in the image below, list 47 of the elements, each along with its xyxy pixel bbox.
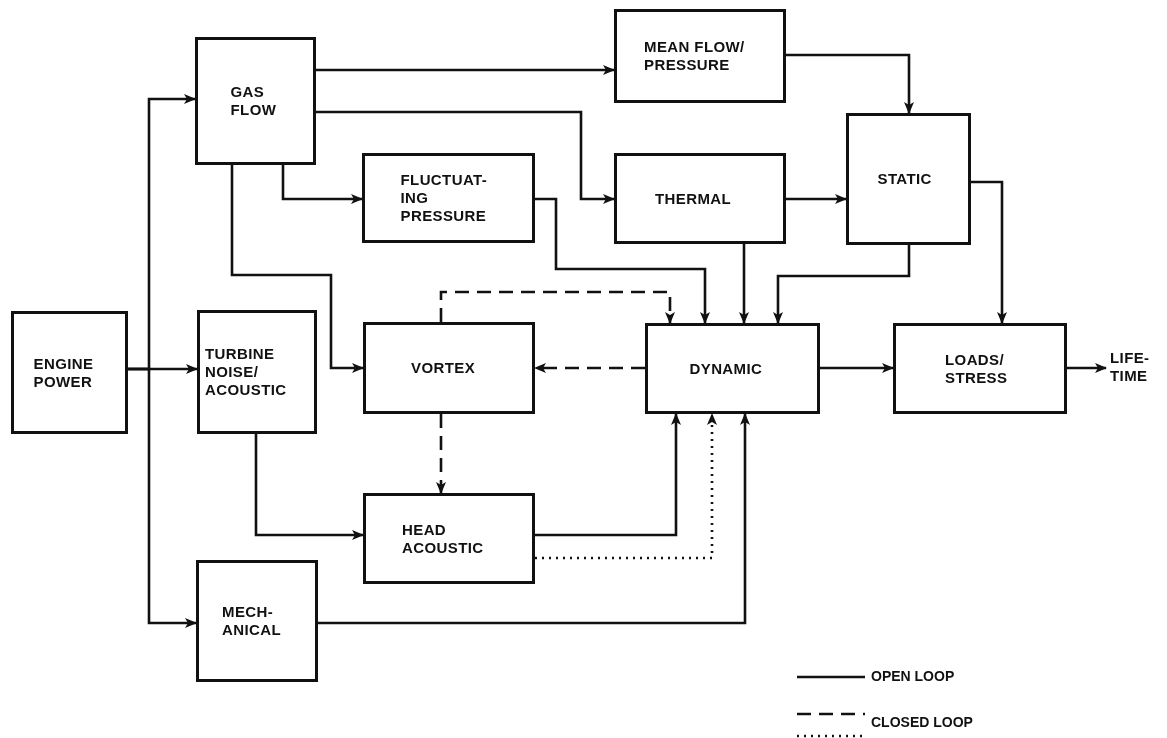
process-box <box>614 9 786 103</box>
arrow <box>786 194 847 204</box>
box-label: HEAD ACOUSTIC <box>402 520 485 557</box>
arrow <box>534 363 645 373</box>
process-box <box>11 311 128 434</box>
arrow <box>318 413 750 625</box>
arrow <box>786 53 914 114</box>
arrow <box>316 65 615 75</box>
legend-label: CLOSED LOOP <box>871 714 973 730</box>
arrow <box>436 414 446 494</box>
process-box <box>363 493 535 584</box>
process-box <box>197 310 317 434</box>
box-label: MEAN FLOW/ PRESSURE <box>644 38 746 74</box>
arrow <box>230 165 364 373</box>
process-box <box>195 37 316 165</box>
box-label: LOADS/ STRESS <box>945 350 1009 387</box>
legend-label: OPEN LOOP <box>871 668 955 684</box>
process-box <box>846 113 971 245</box>
arrow <box>439 290 675 324</box>
arrow <box>1067 363 1107 373</box>
box-label: GAS FLOW <box>230 83 278 119</box>
arrow <box>820 363 894 373</box>
arrow <box>535 413 681 537</box>
arrow <box>535 413 717 560</box>
arrow <box>739 244 749 324</box>
box-label: MECH- ANICAL <box>222 603 283 639</box>
process-box <box>614 153 786 244</box>
box-label: TURBINE NOISE/ ACOUSTIC <box>205 345 288 399</box>
process-box <box>362 153 535 243</box>
arrow <box>316 110 615 204</box>
arrow <box>535 197 710 324</box>
process-box <box>363 322 535 414</box>
process-box <box>196 560 318 682</box>
box-label: DYNAMIC <box>689 359 764 378</box>
box-label: THERMAL <box>655 189 733 208</box>
arrow <box>773 245 911 324</box>
arrow <box>254 434 364 540</box>
box-label: FLUCTUAT- ING PRESSURE <box>400 171 489 225</box>
process-box <box>893 323 1067 414</box>
process-box <box>645 323 820 414</box>
output-label: LIFE- TIME <box>1110 349 1151 385</box>
box-label: STATIC <box>877 170 933 188</box>
arrow <box>971 180 1007 324</box>
box-label: ENGINE POWER <box>33 354 95 391</box>
box-label: VORTEX <box>411 359 477 377</box>
arrow <box>281 165 363 204</box>
arrow <box>128 367 197 628</box>
